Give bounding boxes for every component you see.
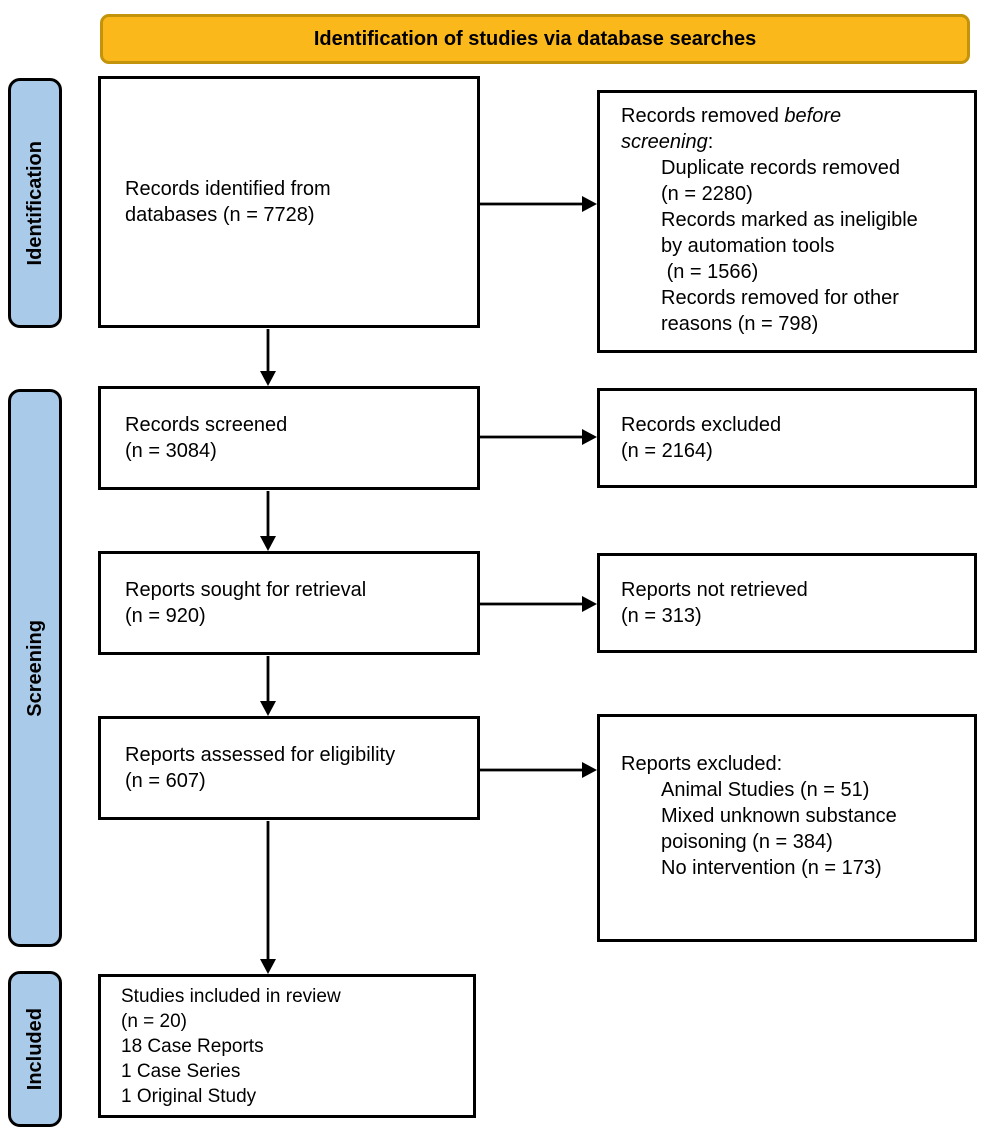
arrow-assessed-to-included [260,821,276,974]
records-removed-title-italic: before screening [621,105,842,153]
records-removed-title: Records removed before screening: [621,105,842,153]
reports-excluded-title: Reports excluded: [621,753,783,775]
box-records-excluded: Records excluded (n = 2164) [597,388,977,488]
arrow-screened-to-excluded [480,429,597,445]
studies-included-text: Studies included in review (n = 20) 18 C… [121,986,341,1107]
banner-title: Identification of studies via database s… [313,28,757,50]
reports-not-retrieved-text: Reports not retrieved (n = 313) [621,579,808,627]
arrow-sought-to-assessed [260,656,276,716]
records-removed-item-automation: Records marked as ineligible by automati… [661,209,918,283]
box-studies-included: Studies included in review (n = 20) 18 C… [98,974,476,1118]
records-removed-item-other: Records removed for other reasons (n = 7… [661,287,899,335]
stage-screening: Screening [8,389,62,947]
records-removed-item-duplicates: Duplicate records removed (n = 2280) [661,157,900,205]
stage-included-label: Included [24,1007,46,1091]
arrow-identified-to-screened [260,329,276,386]
reports-sought-text: Reports sought for retrieval (n = 920) [125,579,367,627]
arrow-sought-to-not-retrieved [480,596,597,612]
stage-identification: Identification [8,78,62,328]
box-records-removed: Records removed before screening: Duplic… [597,90,977,353]
box-records-identified: Records identified from databases (n = 7… [98,76,480,328]
stage-screening-label: Screening [24,619,46,717]
arrow-assessed-to-excluded [480,762,597,778]
records-screened-text: Records screened (n = 3084) [125,414,288,462]
box-reports-assessed: Reports assessed for eligibility (n = 60… [98,716,480,820]
box-reports-sought: Reports sought for retrieval (n = 920) [98,551,480,655]
records-identified-text: Records identified from databases (n = 7… [125,178,331,226]
arrow-identified-to-removed [480,196,597,212]
reports-excluded-item-mixed: Mixed unknown substance poisoning (n = 3… [661,805,897,853]
stage-included: Included [8,971,62,1127]
reports-excluded-item-animal: Animal Studies (n = 51) [661,779,870,801]
arrow-screened-to-sought [260,491,276,551]
box-reports-not-retrieved: Reports not retrieved (n = 313) [597,553,977,653]
reports-excluded-item-nointervention: No intervention (n = 173) [661,857,882,879]
records-excluded-text: Records excluded (n = 2164) [621,414,782,462]
box-records-screened: Records screened (n = 3084) [98,386,480,490]
banner: Identification of studies via database s… [100,14,970,64]
box-reports-excluded: Reports excluded: Animal Studies (n = 51… [597,714,977,942]
stage-identification-label: Identification [24,140,46,266]
reports-assessed-text: Reports assessed for eligibility (n = 60… [125,744,396,792]
